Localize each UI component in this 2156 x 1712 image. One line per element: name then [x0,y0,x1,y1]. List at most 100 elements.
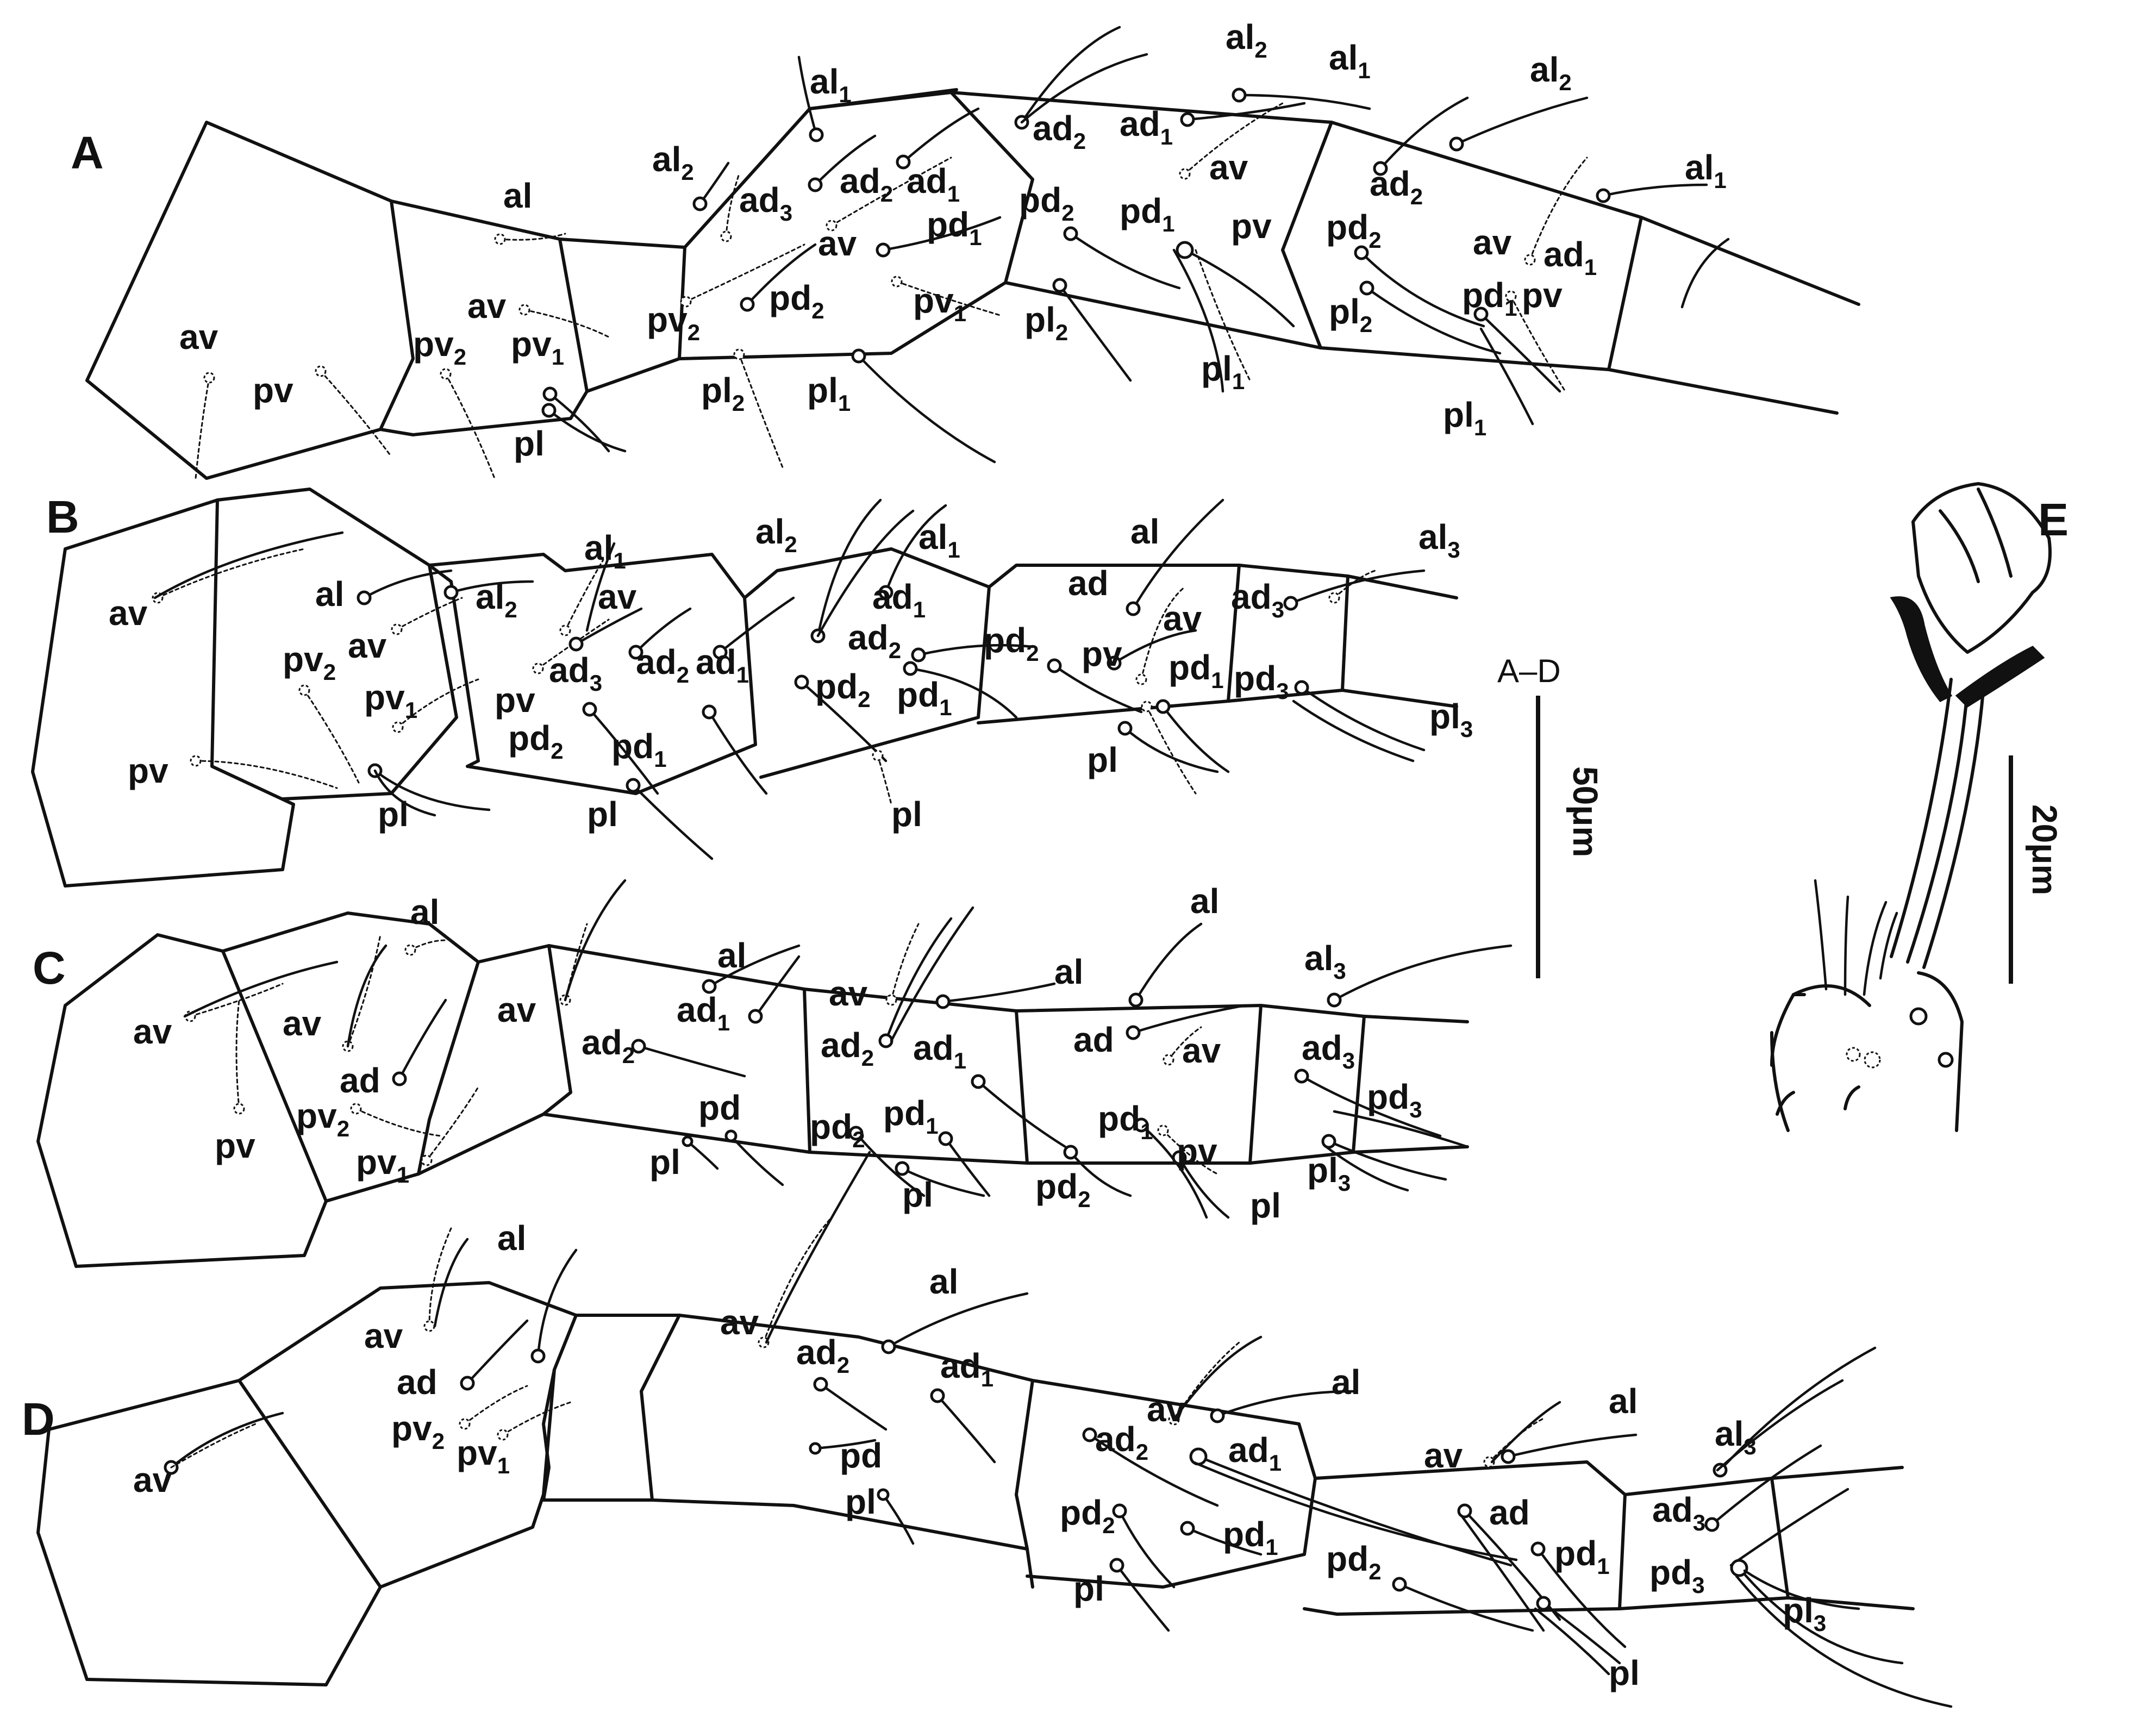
seta-label: pl [1250,1186,1281,1225]
seta-label: pl [514,424,545,463]
seta-label: pd2 [810,1107,865,1152]
seta-label: ad2 [1095,1420,1148,1465]
seta-label: pl [378,795,409,834]
seta-label: pd2 [1035,1167,1091,1212]
seta-label: al [1332,1363,1360,1402]
seta-label: ad1 [913,1028,966,1073]
seta-label: pl [902,1175,933,1214]
seta-label: av [348,626,387,665]
scale-bar-range-label: A–D [1497,653,1561,689]
seta-label: pd2 [1019,180,1074,226]
seta-label: pv1 [356,1142,409,1188]
seta-label: av [1147,1390,1186,1429]
seta-label: al1 [1329,38,1371,83]
seta-label: pv1 [364,678,417,723]
seta-label: al [497,1219,526,1258]
seta-label: pv1 [511,324,564,370]
seta-label: ad1 [907,161,960,207]
seta-label: pd1 [897,675,952,720]
seta-label: pl [1087,740,1118,779]
seta-label: pv [1522,276,1563,315]
seta-label: pd1 [927,205,982,250]
seta-label: pl1 [1443,395,1486,440]
seta-label: al3 [1304,939,1346,984]
seta-label: ad2 [582,1023,635,1068]
seta-label: al [929,1262,958,1301]
seta-label: pd1 [1120,191,1175,236]
seta-label: al [410,892,439,932]
seta-label: ad1 [1228,1430,1282,1476]
leg-outline [36,1281,1915,1686]
seta-label: pv2 [283,640,336,685]
seta-label: al3 [1715,1414,1757,1459]
seta-label: av [818,224,857,263]
seta-label: pd2 [508,718,564,764]
seta-label: pl2 [701,371,745,416]
seta-label: av [467,286,507,326]
seta-label: ad3 [739,180,792,226]
seta-labels: av pv al av ad pv2 pv1 av ad2 al ad1 pd … [133,882,1422,1225]
seta-label: pl2 [1329,292,1372,337]
seta-label: pv [1177,1132,1217,1171]
seta-label: pd2 [1060,1493,1115,1538]
seta-label: av [497,990,536,1029]
seta-labels: av pv al av pv2 pv1 pl al1 al2 ad3 ad2 a… [179,17,1727,463]
seta-label: ad2 [796,1333,849,1378]
seta-label: ad3 [549,651,602,696]
seta-label: ad2 [636,642,689,688]
seta-label: pl [587,795,618,834]
seta-label: ad [397,1363,438,1402]
seta-label: pv [1082,634,1122,673]
seta-label: al2 [1530,50,1572,95]
seta-label: pd2 [1326,1539,1382,1584]
seta-label: pd1 [1223,1515,1278,1560]
panel-e-claw: E [1770,482,2068,1132]
seta-label: av [598,577,637,616]
seta-label: av [133,1460,172,1499]
seta-label: al1 [584,528,626,573]
panel-label-a: A [71,127,104,178]
seta-label: al1 [1685,148,1727,193]
seta-label: pd2 [815,667,871,712]
claw-dark-unguis [1890,596,1953,702]
setae-drawing [183,879,1513,1219]
seta-label: pl [845,1482,876,1521]
seta-label: pv2 [647,300,700,345]
seta-label: av [1182,1031,1221,1070]
seta-label: ad1 [677,990,730,1035]
panel-d-leg: D av al av ad pv2 pv1 av al ad2 ad1 pd p… [22,1151,1953,1708]
setae-drawing [152,498,1426,860]
seta-label: ad [1073,1020,1114,1059]
seta-label: ad3 [1652,1490,1705,1535]
seta-label: pl [649,1142,680,1182]
claw-drawing [1770,482,2052,1132]
seta-label: pd1 [611,727,667,772]
seta-label: pv [253,371,293,410]
seta-label: pl [1073,1569,1104,1608]
seta-label: pl3 [1429,697,1473,742]
seta-label: ad [1068,564,1109,603]
seta-label: ad1 [872,577,926,622]
seta-label: pd2 [1326,208,1382,253]
seta-label: al [1609,1382,1638,1421]
seta-label: pv [495,680,535,720]
seta-labels: av al av pv2 pv1 pv pl al1 al2 av pv ad3… [109,512,1473,834]
seta-label: pd3 [1234,659,1289,704]
seta-label: pv2 [413,324,466,370]
seta-label: av [283,1004,322,1043]
seta-label: pd1 [1554,1534,1610,1579]
scale-bar-claw: 20μm [2009,755,2064,984]
seta-label: ad1 [696,642,749,688]
seta-label: ad3 [1302,1028,1355,1073]
seta-label: al [1054,952,1083,991]
seta-label: av [1163,599,1202,638]
seta-label: pd1 [1098,1099,1153,1144]
seta-label: al2 [1226,17,1267,63]
seta-label: pv [128,751,168,790]
seta-label: pd1 [1168,648,1224,693]
seta-label: pl1 [807,371,851,416]
seta-label: pd3 [1367,1077,1422,1122]
seta-label: al [503,176,532,215]
seta-label: pv2 [296,1096,349,1141]
seta-label: pv1 [457,1433,510,1478]
